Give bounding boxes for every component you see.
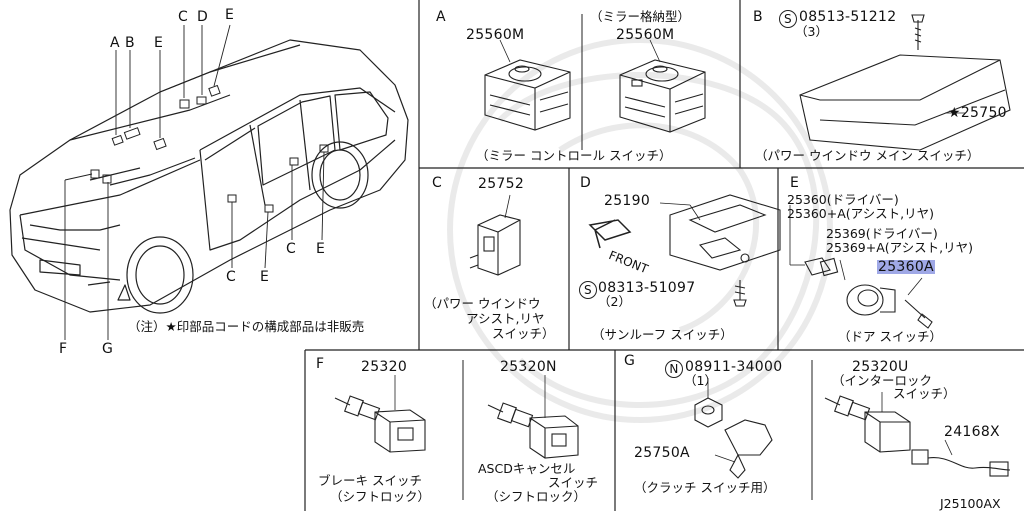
panel-g-harness-part: 24168X <box>944 424 1000 440</box>
car-label-b: B <box>125 35 135 51</box>
panel-g-caption: （クラッチ スイッチ用） <box>634 480 776 495</box>
panel-c-caption-2: アシスト,リヤ <box>466 311 545 326</box>
panel-b-screw-part: 08513-51212 <box>799 9 897 25</box>
panel-g-interlock-part: 25320U <box>852 359 909 375</box>
car-label-c3: C <box>286 241 297 257</box>
non-sale-note: （注）★印部品コードの構成部品は非販売 <box>128 319 365 334</box>
panel-c-caption-1: （パワー ウインドウ <box>424 296 541 311</box>
panel-g-letter: G <box>624 353 636 369</box>
panel-d-letter: D <box>580 175 592 191</box>
car-label-e3: E <box>260 269 270 285</box>
panel-g-bolt-part: 25750A <box>634 445 690 461</box>
panel-c-letter: C <box>432 175 443 191</box>
panel-d-part: 25190 <box>604 193 651 209</box>
panel-f-part-1: 25320 <box>361 359 408 375</box>
panel-f-part-2: 25320N <box>500 359 557 375</box>
vehicle-switch-locations <box>90 84 329 213</box>
car-label-a: A <box>110 35 120 51</box>
panel-f-caption-1b: （シフトロック） <box>330 489 431 504</box>
panel-a-fold-type: （ミラー格納型） <box>590 9 691 24</box>
panel-c-part: 25752 <box>478 176 525 192</box>
panel-g-nut-part: 08911-34000 <box>685 359 783 375</box>
interlock-switch <box>824 392 1011 477</box>
panel-g-interlock-1: （インターロック <box>832 373 933 388</box>
car-label-g: G <box>102 341 114 357</box>
panel-e-line-4: 25369+A(アシスト,リヤ) <box>826 240 974 255</box>
panel-f-caption-2c: （シフトロック） <box>486 489 587 504</box>
panel-e-line-1: 25360(ドライバー) <box>787 192 899 207</box>
panel-f-caption-2b: スイッチ <box>548 475 599 490</box>
power-window-main-switch <box>799 14 1011 151</box>
panel-b-caption: （パワー ウインドウ メイン スイッチ） <box>755 148 980 163</box>
panel-b-screw-qty: （3） <box>795 24 828 39</box>
panel-e-line-3: 25369(ドライバー) <box>826 226 938 241</box>
panel-b-star-part: ★25750 <box>948 105 1007 121</box>
panel-b-screw-symbol: S <box>779 10 797 28</box>
car-label-c1: C <box>178 9 189 25</box>
car-label-d: D <box>197 9 209 25</box>
watermark-emblem <box>447 37 833 423</box>
panel-g-nut-qty: （1） <box>684 373 717 388</box>
panel-e-caption: （ドア スイッチ） <box>838 329 942 344</box>
panel-b-letter: B <box>753 9 763 25</box>
car-label-f: F <box>59 341 68 357</box>
car-label-e4: E <box>316 241 326 257</box>
vehicle-outline <box>9 39 409 314</box>
door-switch <box>789 205 933 329</box>
panel-f-caption-1a: ブレーキ スイッチ <box>318 473 422 488</box>
panel-g-interlock-2: スイッチ） <box>893 386 956 401</box>
panel-f-caption-2a: ASCDキャンセル <box>478 461 576 476</box>
panel-d-screw-symbol: S <box>579 281 597 299</box>
panel-a-part-1: 25560M <box>466 27 525 43</box>
sunroof-switch <box>588 194 781 307</box>
panel-e-line-2: 25360+A(アシスト,リヤ) <box>787 206 935 221</box>
panel-f-letter: F <box>316 356 325 372</box>
panel-c-caption-3: スイッチ） <box>492 326 555 341</box>
brake-switch <box>334 375 426 453</box>
panel-a-letter: A <box>436 9 446 25</box>
panel-d-caption: （サンルーフ スイッチ） <box>592 327 733 342</box>
panel-d-screw-qty: （2） <box>598 294 631 309</box>
panel-d-screw-part: 08313-51097 <box>598 280 696 296</box>
car-label-e1: E <box>154 35 164 51</box>
mirror-control-switch-a <box>484 39 571 131</box>
panel-g-nut-symbol: N <box>665 360 683 378</box>
panel-a-part-2: 25560M <box>616 27 675 43</box>
mirror-control-switch-fold <box>619 39 706 133</box>
car-label-e2: E <box>225 7 235 23</box>
panel-e-highlighted-part[interactable]: 25360A <box>877 259 935 275</box>
car-label-c2: C <box>226 269 237 285</box>
panel-grid <box>304 0 1024 511</box>
diagram-code: J25100AX <box>940 496 1001 511</box>
power-window-assist-switch <box>469 194 521 276</box>
vehicle-leader-lines <box>64 24 325 340</box>
panel-e-letter: E <box>790 175 800 191</box>
clutch-switch-hardware <box>694 378 773 479</box>
ascd-cancel-switch <box>487 375 579 459</box>
panel-a-caption: （ミラー コントロール スイッチ） <box>476 148 672 163</box>
